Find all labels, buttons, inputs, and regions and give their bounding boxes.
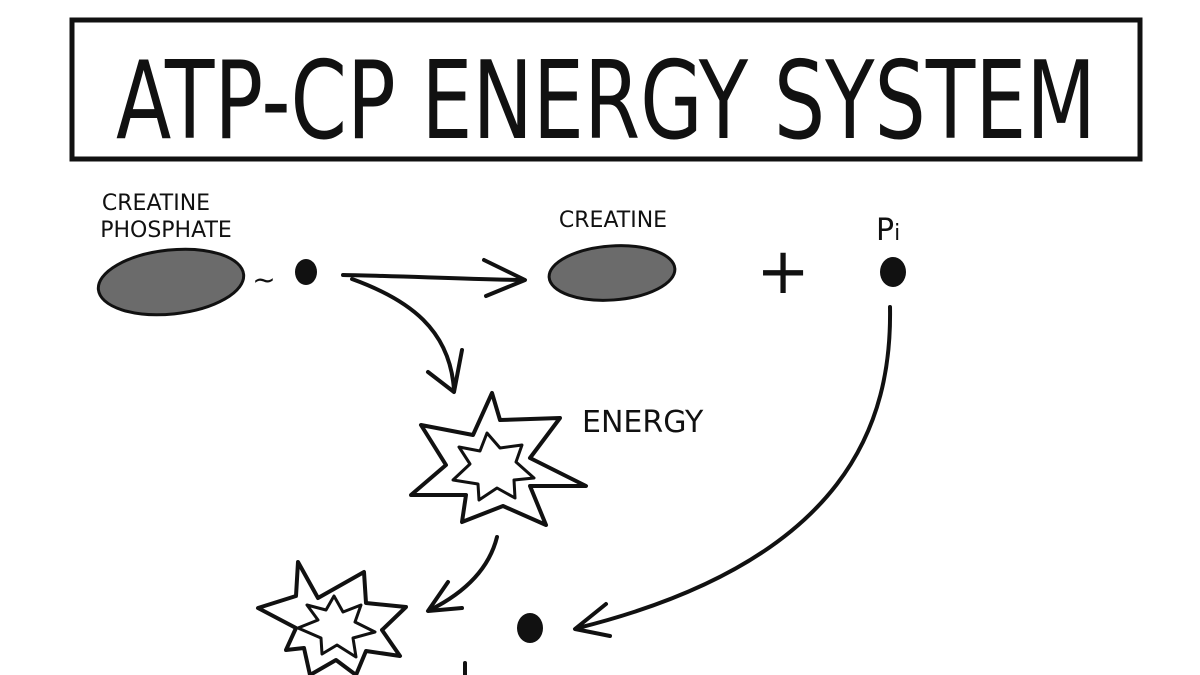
energy-burst-lower-inner-icon [296,594,377,659]
arrow-energy-down [428,535,499,612]
creatine-label: CREATINE [559,208,667,233]
arrow-to-creatine [341,273,522,282]
creatine-phosphate-molecule [96,247,246,317]
high-energy-bond-tilde: ~ [252,263,275,296]
inorganic-phosphate-dot [880,257,906,287]
page-title: ATP-CP ENERGY SYSTEM [116,39,1096,164]
energy-label: ENERGY [582,405,704,440]
arrow-to-energy-head [426,348,464,394]
energy-burst-icon [409,391,588,527]
creatine-phosphate-label-line2: PHOSPHATE [100,218,232,243]
arrow-to-creatine-head [482,258,527,298]
phosphate-dot [295,259,317,285]
pi-subscript: i [894,221,900,246]
recombined-phosphate-dot [517,613,543,643]
plus-sign: + [756,235,810,309]
pi-main: P [876,213,894,248]
inorganic-phosphate-label: Pi [876,213,900,248]
creatine-molecule [547,244,677,302]
arrow-to-energy [350,277,456,392]
creatine-phosphate-label-line1: CREATINE [102,191,210,216]
arrow-energy-down-head [426,580,464,613]
arrow-pi-to-dot [576,305,893,630]
arrow-pi-to-dot-head [573,602,612,638]
energy-burst-inner-icon [451,431,536,502]
title-box [69,17,1143,162]
energy-burst-lower-icon [256,560,408,675]
